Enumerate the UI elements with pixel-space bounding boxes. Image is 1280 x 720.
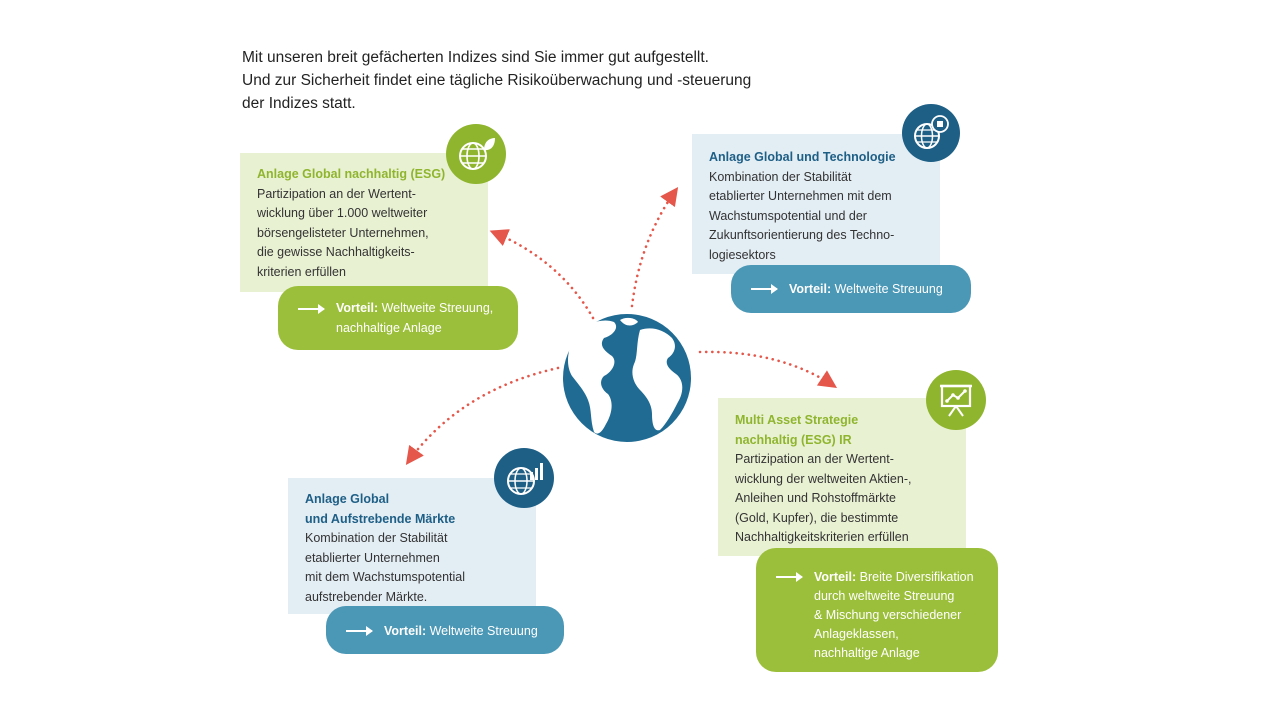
card-text-line: kriterien erfüllen <box>257 264 346 279</box>
card-text-line: Anleihen und Rohstoffmärkte <box>735 491 896 505</box>
benefit-label: Vorteil: <box>789 282 832 296</box>
multi-asset-card: Multi Asset Strategie nachhaltig (ESG) I… <box>718 398 966 556</box>
tech-index-card: Anlage Global und Technologie Kombinatio… <box>692 134 940 274</box>
globe-leaf-icon <box>446 124 506 184</box>
earth-globe-icon <box>563 314 691 442</box>
intro-line: Und zur Sicherheit findet eine tägliche … <box>242 72 752 89</box>
arrow-right-icon <box>346 626 373 636</box>
esg-benefit-pill: Vorteil: Weltweite Streuung, nachhaltige… <box>278 286 518 350</box>
benefit-text: Breite Diversifikation <box>856 570 974 584</box>
emerging-markets-card: Anlage Global und Aufstrebende Märkte Ko… <box>288 478 536 614</box>
connector-to-multi <box>698 350 838 389</box>
card-text-line: aufstrebender Märkte. <box>305 589 428 604</box>
benefit-text: durch weltweite Streuung <box>814 589 955 603</box>
arrow-right-icon <box>751 284 778 294</box>
benefit-text: nachhaltige Anlage <box>336 321 442 335</box>
arrow-right-icon <box>776 572 803 582</box>
presentation-board-icon <box>926 370 986 430</box>
tech-benefit-pill: Vorteil: Weltweite Streuung <box>731 265 971 313</box>
benefit-label: Vorteil: <box>336 301 379 315</box>
arrow-right-icon <box>298 304 325 314</box>
card-text-line: börsengelisteter Unternehmen, <box>257 225 429 240</box>
card-text-line: Partizipation an der Wertent- <box>257 186 416 201</box>
benefit-text: Anlageklassen, <box>814 627 899 641</box>
card-text-line: (Gold, Kupfer), die bestimmte <box>735 510 899 525</box>
globe-chart-icon <box>494 448 554 508</box>
card-title: Anlage Global <box>305 492 390 506</box>
globe-chip-icon <box>902 104 960 162</box>
card-text-line: etablierter Unternehmen <box>305 550 440 565</box>
esg-index-card: Anlage Global nachhaltig (ESG) Partizipa… <box>240 153 488 292</box>
card-text-line: Wachstumspotential und der <box>709 208 867 223</box>
card-text-line: wicklung über 1.000 weltweiter <box>257 206 428 220</box>
card-title: nachhaltig (ESG) IR <box>735 432 852 447</box>
connector-to-emerging <box>405 366 560 465</box>
card-text-line: logiesektors <box>709 247 776 262</box>
card-text-line: die gewisse Nachhaltigkeits- <box>257 245 415 259</box>
card-title: Anlage Global und Technologie <box>709 150 896 164</box>
card-title: Anlage Global nachhaltig (ESG) <box>257 167 446 181</box>
benefit-text: & Mischung verschiedener <box>814 608 962 622</box>
multi-benefit-pill: Vorteil: Breite Diversifikation durch we… <box>756 548 998 672</box>
intro-line: Mit unseren breit gefächerten Indizes si… <box>242 49 709 66</box>
benefit-text: nachhaltige Anlage <box>814 646 920 660</box>
card-text-line: mit dem Wachstumspotential <box>305 570 466 584</box>
card-text-line: Kombination der Stabilität <box>305 531 448 545</box>
intro-text: Mit unseren breit gefächerten Indizes si… <box>242 46 802 115</box>
card-text-line: Kombination der Stabilität <box>709 169 852 184</box>
card-title: und Aufstrebende Märkte <box>305 511 456 526</box>
benefit-text: Weltweite Streuung <box>426 624 538 638</box>
emerging-benefit-pill: Vorteil: Weltweite Streuung <box>326 606 564 654</box>
card-text-line: wicklung der weltweiten Aktien-, <box>735 471 912 486</box>
connector-to-tech <box>630 187 679 308</box>
card-title: Multi Asset Strategie <box>735 413 859 427</box>
benefit-label: Vorteil: <box>814 570 857 584</box>
card-text-line: Nachhaltigkeitskriterien erfüllen <box>735 530 909 544</box>
benefit-text: Weltweite Streuung <box>831 282 943 296</box>
benefit-label: Vorteil: <box>384 624 427 638</box>
card-text-line: Partizipation an der Wertent- <box>735 452 894 466</box>
card-text-line: Zukunftsorientierung des Techno- <box>709 228 895 242</box>
intro-line: der Indizes statt. <box>242 95 356 112</box>
benefit-text: Weltweite Streuung, <box>378 301 494 315</box>
card-text-line: etablierter Unternehmen mit dem <box>709 189 892 203</box>
